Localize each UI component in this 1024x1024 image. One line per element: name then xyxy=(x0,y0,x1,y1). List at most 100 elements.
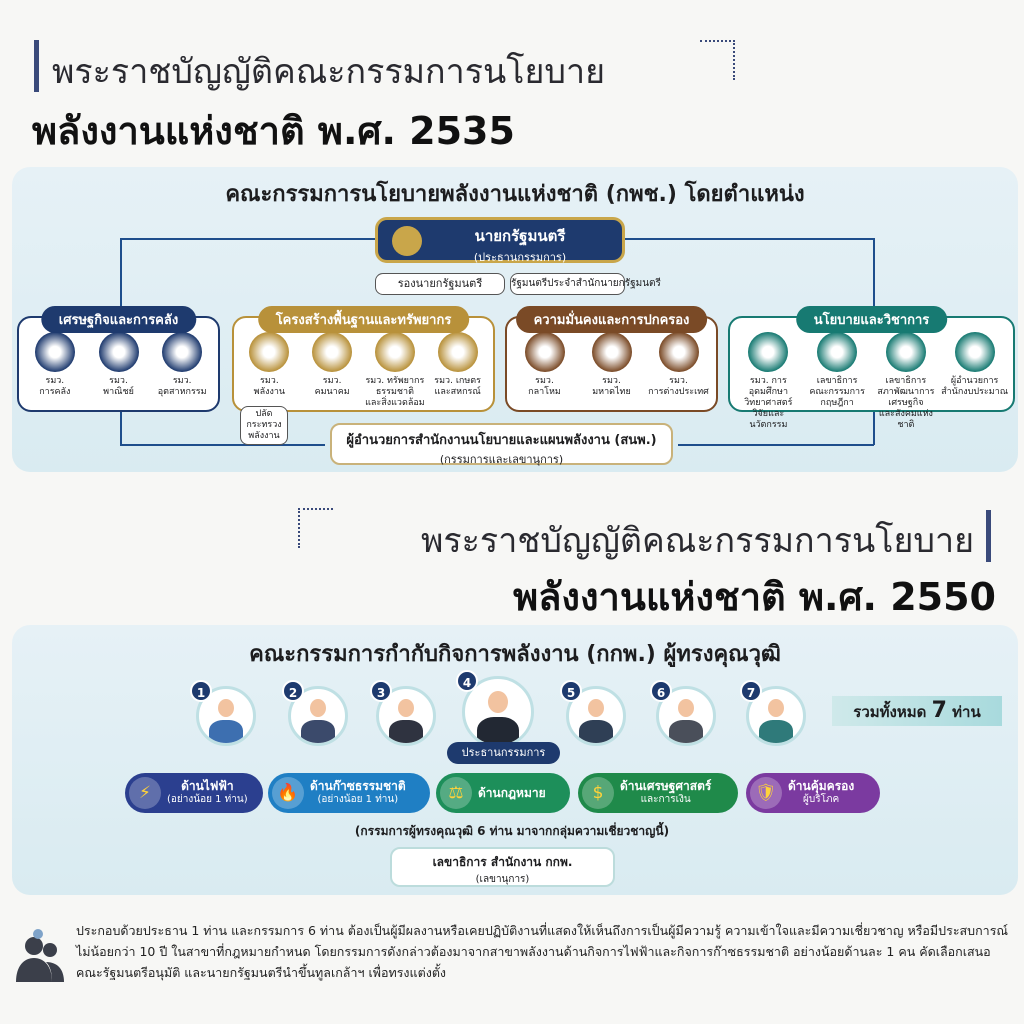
member: ผู้อำนวยการ สำนักงบประมาณ xyxy=(940,332,1009,431)
ministry-seal-icon xyxy=(748,332,789,372)
member-label: รมว. ทรัพยากร ธรรมชาติ และสิ่งแวดล้อม xyxy=(365,376,425,408)
expertise-note: (กรรมการผู้ทรงคุณวุฒิ 6 ท่าน มาจากกลุ่มค… xyxy=(354,824,670,838)
expertise-sub: ผู้บริโภค xyxy=(802,794,840,805)
member: รมว. พาณิชย์ xyxy=(87,332,151,398)
section1-title-line2: พลังงานแห่งชาติ พ.ศ. 2535 xyxy=(32,109,515,153)
member-label: รมว. การอุดมศึกษา วิทยาศาสตร์ วิจัยและนว… xyxy=(744,376,793,430)
ministry-seal-icon xyxy=(954,332,995,372)
member-label: ผู้อำนวยการ สำนักงบประมาณ xyxy=(941,376,1009,397)
ministry-seal-icon xyxy=(591,332,632,372)
footer-text: ประกอบด้วยประธาน 1 ท่าน และกรรมการ 6 ท่า… xyxy=(76,923,1009,980)
member: รมว. อุตสาหกรรม xyxy=(150,332,214,398)
expertise-badge: ⚖ ด้านกฎหมาย xyxy=(436,773,570,813)
ministry-seal-icon xyxy=(885,332,926,372)
group-title: โครงสร้างพื้นฐานและทรัพยากร xyxy=(257,306,470,333)
prime-minister-box: นายกรัฐมนตรี (ประธานกรรมการ) xyxy=(375,217,625,264)
connector-line xyxy=(120,238,375,240)
connector-line xyxy=(120,238,122,318)
member-avatar xyxy=(376,686,436,746)
energy-permanent-secretary-box: ปลัด กระทรวง พลังงาน xyxy=(240,406,288,445)
expertise-label: ด้านเศรษฐศาสตร์ xyxy=(620,779,712,793)
expertise-badge: ⚡ด้านไฟฟ้า(อย่างน้อย 1 ท่าน) xyxy=(125,773,263,813)
total-count: 7 xyxy=(931,698,947,723)
ministry-seal-icon xyxy=(249,332,290,372)
erc-secretary-box: เลขาธิการ สำนักงาน กกพ. (เลขานุการ) xyxy=(390,847,615,887)
title-accent-bar xyxy=(986,510,991,562)
expertise-label: ด้านก๊าซธรรมชาติ xyxy=(310,779,406,793)
member-number: 5 xyxy=(560,680,582,702)
member: รมว. การต่างประเทศ xyxy=(645,332,712,398)
ministry-seal-icon xyxy=(34,332,75,372)
section2-title-line1: พระราชบัญญัติคณะกรรมการนโยบาย xyxy=(421,521,974,561)
dotted-corner xyxy=(298,508,333,548)
member: เลขาธิการ คณะกรรมการ กฤษฎีกา xyxy=(803,332,872,431)
eppo-role: (กรรมการและเลขานุการ) xyxy=(439,453,564,466)
member-number: 2 xyxy=(282,680,304,702)
group-title: นโยบายและวิชาการ xyxy=(795,306,948,333)
chair-role: (ประธานกรรมการ) xyxy=(473,251,567,264)
expertise-badge: 🛡ด้านคุ้มครองผู้บริโภค xyxy=(746,773,880,813)
member-label: รมว. กลาโหม xyxy=(528,376,561,397)
member-number: 3 xyxy=(370,680,392,702)
member: รมว. เกษตร และสหกรณ์ xyxy=(426,332,489,409)
section2-title-line2: พลังงานแห่งชาติ พ.ศ. 2550 xyxy=(513,575,996,619)
ministry-seal-icon xyxy=(162,332,203,372)
expertise-badge: 🔥 ด้านก๊าซธรรมชาติ(อย่างน้อย 1 ท่าน) xyxy=(268,773,430,813)
ministry-seal-icon xyxy=(374,332,415,372)
ministry-group: เศรษฐกิจและการคลัง รมว. การคลัง รมว. พาณิ… xyxy=(17,306,220,412)
chairman-label: ประธานกรรมการ xyxy=(447,742,560,764)
member: รมว. คมนาคม xyxy=(301,332,364,409)
member-avatar xyxy=(196,686,256,746)
expertise-badge: $ด้านเศรษฐศาสตร์และการเงิน xyxy=(578,773,738,813)
member-label: รมว. พาณิชย์ xyxy=(103,376,134,397)
group-title: ความมั่นคงและการปกครอง xyxy=(515,306,708,333)
ministry-seal-icon xyxy=(98,332,139,372)
thai-emblem-icon xyxy=(392,226,422,256)
member-number: 7 xyxy=(740,680,762,702)
member: เลขาธิการ สภาพัฒนาการเศรษฐกิจ และสังคมแห… xyxy=(872,332,941,431)
ministry-seal-icon xyxy=(658,332,699,372)
connector-line xyxy=(120,444,325,446)
member-label: รมว. การต่างประเทศ xyxy=(648,376,709,397)
scales-icon: ⚖ xyxy=(440,777,472,809)
dotted-corner xyxy=(700,40,735,80)
secretary-title: เลขาธิการ สำนักงาน กกพ. xyxy=(432,855,573,869)
member: รมว. การคลัง xyxy=(23,332,87,398)
total-suffix: ท่าน xyxy=(952,703,981,721)
lightning-icon: ⚡ xyxy=(129,777,161,809)
member: รมว. การอุดมศึกษา วิทยาศาสตร์ วิจัยและนว… xyxy=(734,332,803,431)
expertise-label: ด้านกฎหมาย xyxy=(478,786,546,800)
member-number: 6 xyxy=(650,680,672,702)
section2-heading: คณะกรรมการกำกับกิจการพลังงาน (กกพ.) ผู้ท… xyxy=(249,642,781,667)
connector-line xyxy=(625,238,875,240)
ministry-seal-icon xyxy=(312,332,353,372)
member-number: 4 xyxy=(456,670,478,692)
member-label: รมว. อุตสาหกรรม xyxy=(157,376,207,397)
member-label: รมว. คมนาคม xyxy=(314,376,350,397)
shield-icon: 🛡 xyxy=(750,777,782,809)
ministry-group: ความมั่นคงและการปกครอง รมว. กลาโหม รมว. ม… xyxy=(505,306,718,412)
title-accent-bar xyxy=(34,40,39,92)
dollar-icon: $ xyxy=(582,777,614,809)
ministry-seal-icon xyxy=(817,332,858,372)
expertise-sub: (อย่างน้อย 1 ท่าน) xyxy=(317,794,399,805)
member-label: รมว. เกษตร และสหกรณ์ xyxy=(434,376,481,397)
member: รมว. ทรัพยากร ธรรมชาติ และสิ่งแวดล้อม xyxy=(364,332,427,409)
member-label: รมว. การคลัง xyxy=(39,376,71,397)
pm-office-minister-box: รัฐมนตรีประจำสำนักนายกรัฐมนตรี xyxy=(510,273,661,295)
section1-title-line1: พระราชบัญญัติคณะกรรมการนโยบาย xyxy=(52,52,605,92)
member: รมว. พลังงาน xyxy=(238,332,301,409)
connector-line xyxy=(873,410,875,445)
total-prefix: รวมทั้งหมด xyxy=(853,703,927,721)
member-label: เลขาธิการ คณะกรรมการ กฤษฎีกา xyxy=(809,376,865,408)
group-title: เศรษฐกิจและการคลัง xyxy=(40,306,197,333)
total-members: รวมทั้งหมด 7 ท่าน xyxy=(832,696,1002,726)
section1-heading: คณะกรรมการนโยบายพลังงานแห่งชาติ (กพช.) โ… xyxy=(225,182,805,207)
eppo-title: ผู้อำนวยการสำนักงานนโยบายและแผนพลังงาน (… xyxy=(346,433,657,448)
flame-icon: 🔥 xyxy=(272,777,304,809)
eppo-director-box: ผู้อำนวยการสำนักงานนโยบายและแผนพลังงาน (… xyxy=(330,423,673,466)
people-icon xyxy=(12,928,68,984)
member: รมว. มหาดไทย xyxy=(578,332,645,398)
expertise-label: ด้านไฟฟ้า xyxy=(181,779,234,793)
member-label: รมว. มหาดไทย xyxy=(592,376,631,397)
